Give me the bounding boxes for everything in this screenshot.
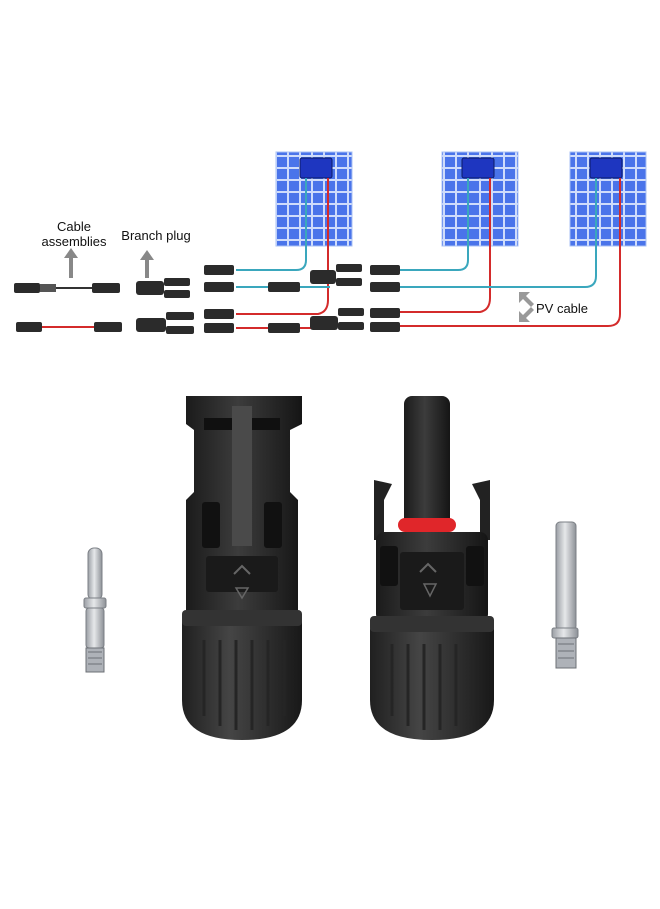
up-arrow-icon [140, 250, 154, 278]
up-arrow-icon [64, 248, 78, 278]
solar-panel-1 [275, 151, 353, 247]
diagonal-arrow-icon [519, 292, 534, 322]
connector-female [182, 396, 302, 740]
diagram-connectors [14, 264, 400, 334]
solar-panel-2 [441, 151, 519, 247]
metal-pin-female [551, 521, 579, 669]
label-cable-assemblies: Cable assemblies [41, 219, 107, 249]
label-branch-plug: Branch plug [121, 228, 191, 243]
solar-panel-3 [569, 151, 647, 247]
metal-pin-male [83, 547, 107, 673]
label-pv-cable: PV cable [536, 301, 589, 316]
connector-male [370, 396, 494, 740]
